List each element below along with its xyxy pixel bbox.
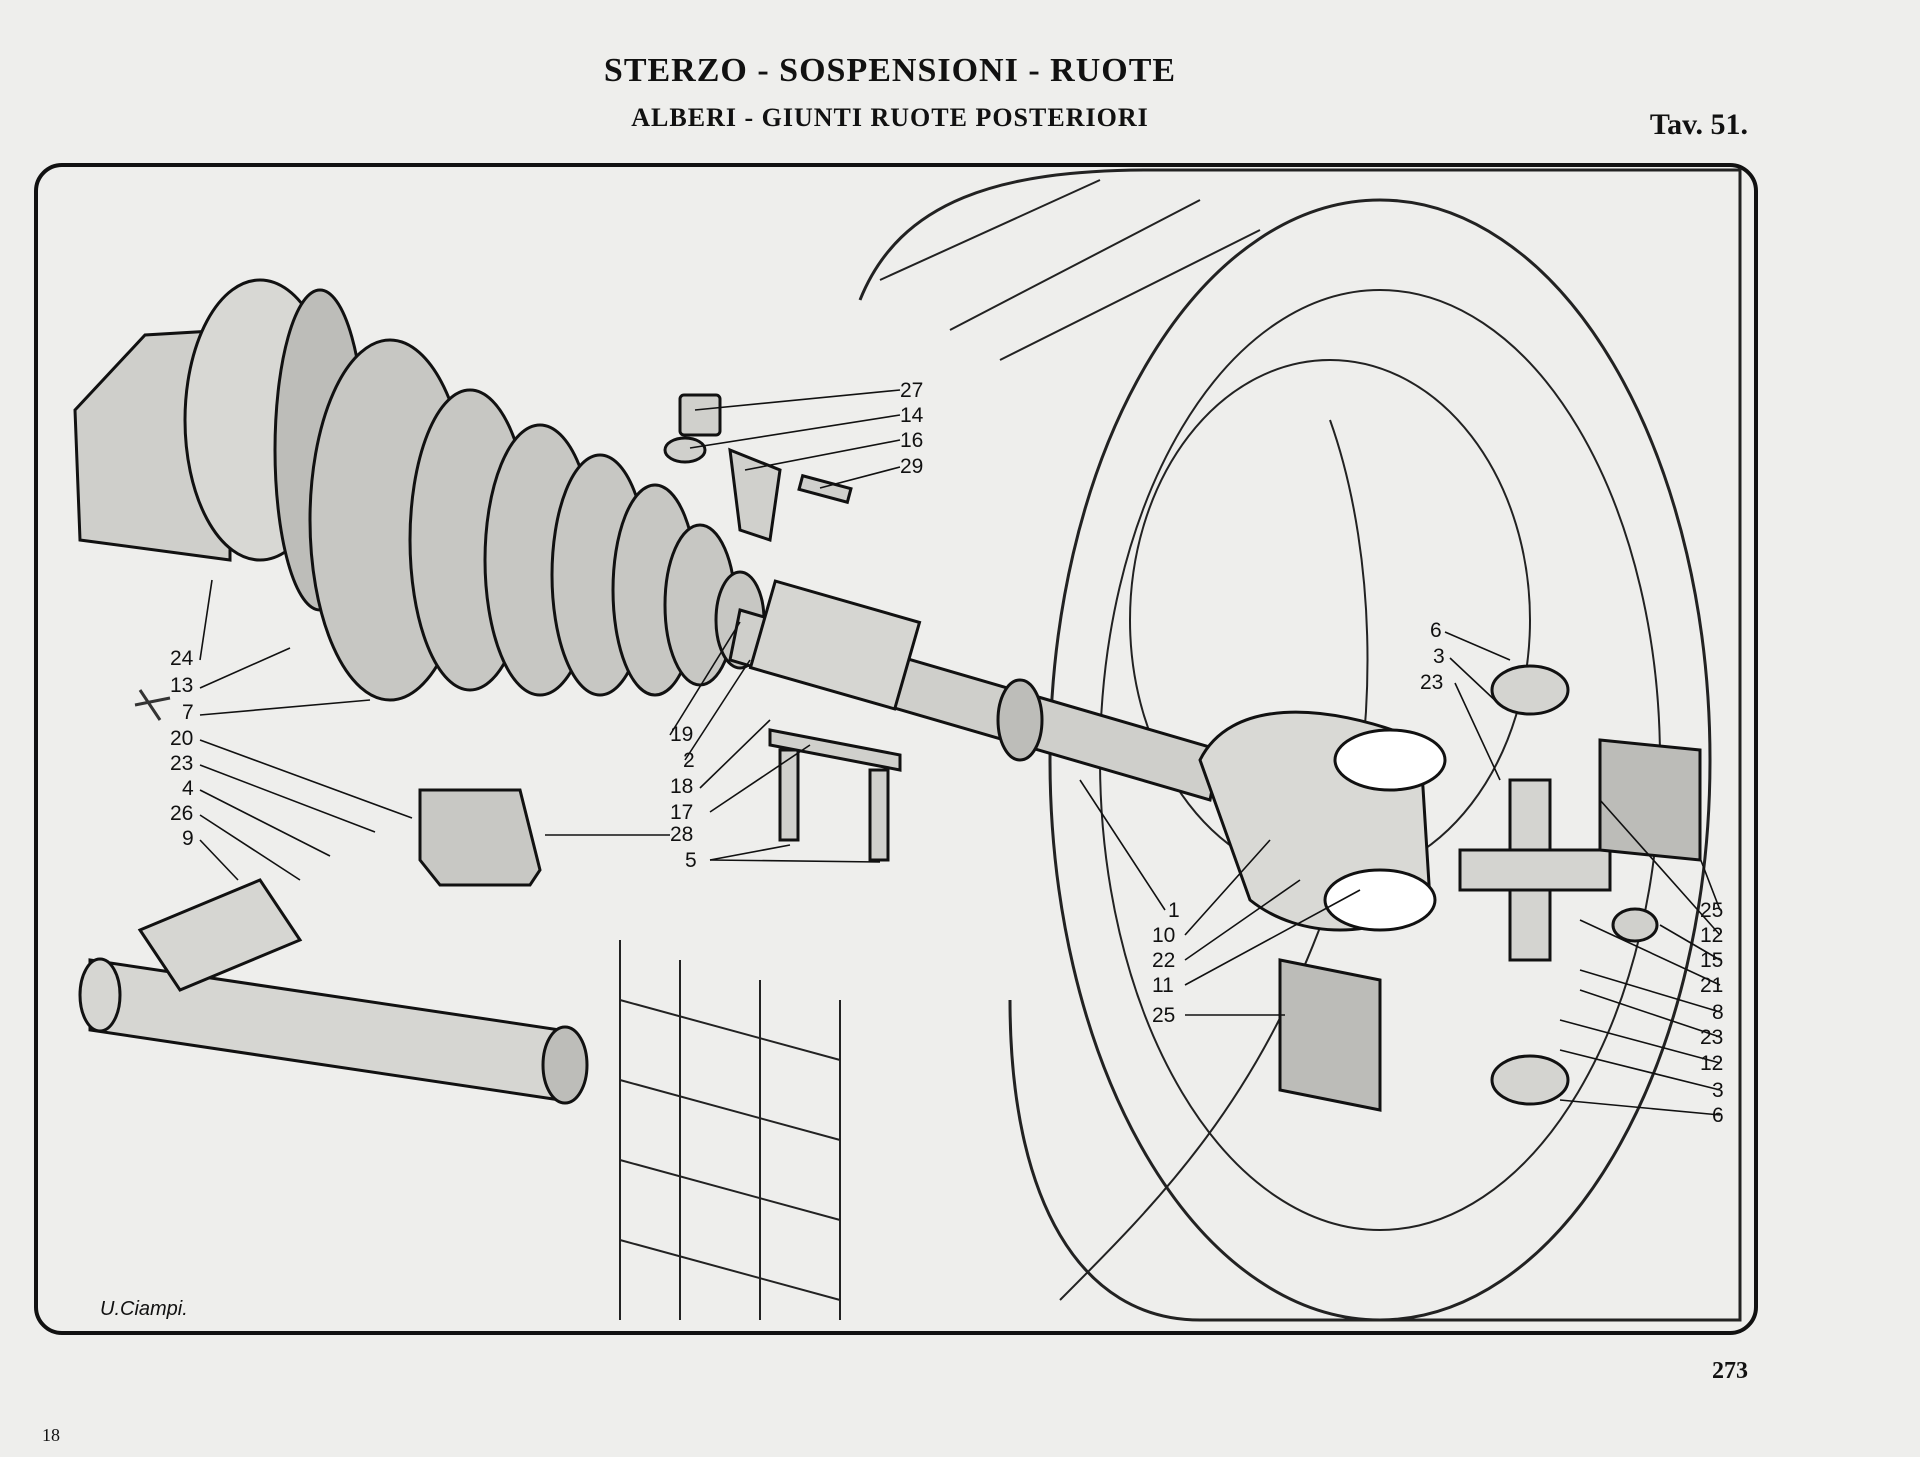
callout-4: 4 — [182, 777, 194, 800]
pencil-mark — [134, 689, 171, 721]
callout-19: 19 — [670, 723, 694, 746]
cross-spider — [1458, 664, 1612, 1106]
artist-signature: U.Ciampi. — [100, 1298, 188, 1320]
page-subtitle: ALBERI - GIUNTI RUOTE POSTERIORI — [631, 103, 1149, 132]
callout-2: 2 — [683, 749, 695, 772]
callout-3-bottom: 3 — [1712, 1079, 1724, 1102]
callout-11: 11 — [1152, 974, 1174, 997]
callout-26: 26 — [170, 802, 194, 825]
callout-12-a: 12 — [1700, 924, 1724, 947]
callout-3-top: 3 — [1433, 645, 1445, 668]
callout-9: 9 — [182, 827, 194, 850]
callout-8: 8 — [1712, 1001, 1724, 1024]
splined-shaft — [78, 878, 589, 1105]
callout-21: 21 — [1700, 974, 1724, 997]
small-parts — [663, 393, 1659, 943]
callout-16: 16 — [900, 429, 924, 452]
callout-14: 14 — [900, 404, 924, 427]
callout-5: 5 — [685, 849, 697, 872]
callout-6-bottom: 6 — [1712, 1104, 1724, 1127]
callout-27: 27 — [900, 379, 924, 402]
callout-18: 18 — [670, 775, 694, 798]
callout-10: 10 — [1152, 924, 1176, 947]
tyre-tread-bottom — [619, 940, 841, 1320]
callout-29: 29 — [900, 455, 924, 478]
callout-6-top: 6 — [1430, 619, 1442, 642]
universal-joint-yoke — [1198, 710, 1447, 932]
callout-25-left: 25 — [1152, 1004, 1176, 1027]
page-number: 273 — [1712, 1358, 1748, 1384]
drive-shaft — [728, 579, 1222, 802]
sliding-block-28 — [418, 788, 542, 887]
plate-number: Tav. 51. — [1649, 108, 1748, 141]
callout-7: 7 — [182, 701, 194, 724]
callout-20: 20 — [170, 727, 194, 750]
callout-13: 13 — [170, 674, 194, 697]
callout-23-right: 23 — [1700, 1026, 1724, 1049]
callout-28: 28 — [670, 823, 694, 846]
callout-22: 22 — [1152, 949, 1176, 972]
callout-25-right: 25 — [1700, 899, 1724, 922]
callout-1: 1 — [1168, 899, 1180, 922]
bearing-cap-25 — [1278, 738, 1702, 1112]
page-title: STERZO - SOSPENSIONI - RUOTE — [603, 52, 1177, 89]
callout-17: 17 — [670, 801, 694, 824]
corner-number: 18 — [42, 1425, 60, 1445]
callout-23-left: 23 — [170, 752, 194, 775]
callout-15: 15 — [1700, 949, 1724, 972]
callout-24: 24 — [170, 647, 194, 670]
callout-23-top: 23 — [1420, 671, 1444, 694]
plate-frame — [34, 163, 1758, 1335]
bellows-boot — [308, 338, 766, 702]
callout-12-b: 12 — [1700, 1052, 1724, 1075]
leader-lines — [199, 389, 1721, 1116]
